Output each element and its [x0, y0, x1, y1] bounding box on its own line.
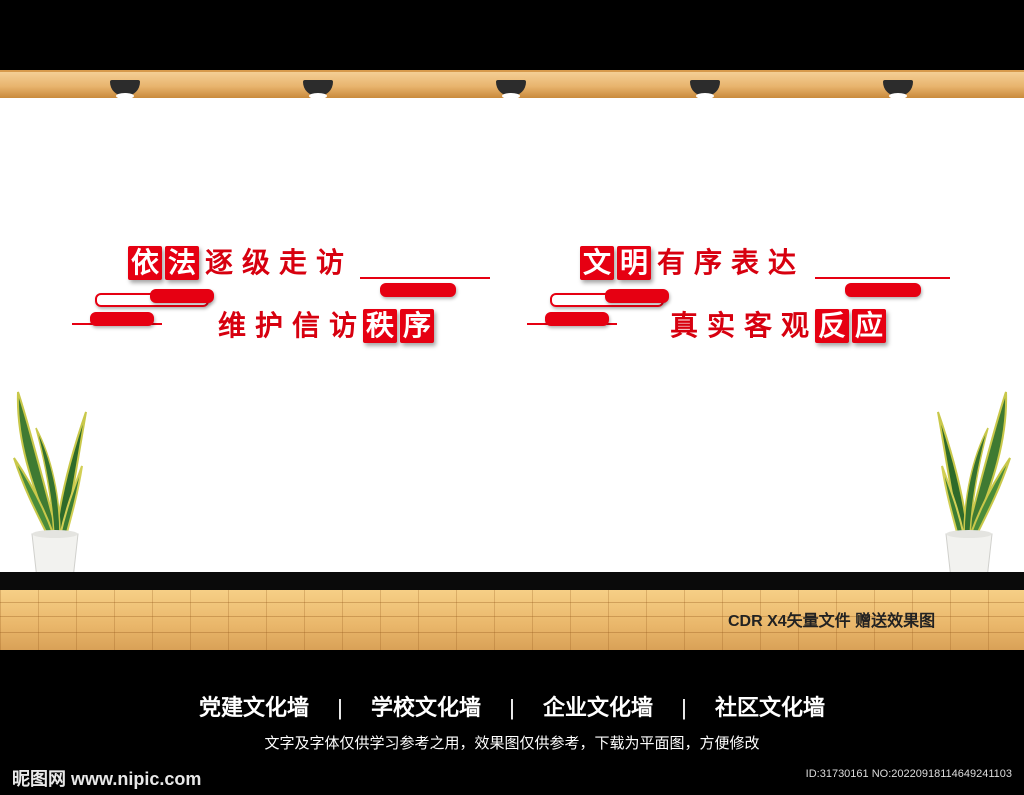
category-party-wall: 党建文化墙 — [199, 695, 310, 720]
category-enterprise-wall: 企业文化墙 — [542, 695, 653, 720]
cloud-decoration — [545, 312, 609, 326]
slogan-right-line2: 真 实 客 观 反 应 — [667, 309, 889, 343]
floor-plank-line — [0, 616, 1024, 617]
slogan-char: 访 — [315, 246, 344, 279]
slogan-char: 依 — [128, 246, 162, 280]
cloud-decoration — [380, 283, 456, 297]
slogan-char: 秩 — [363, 309, 397, 343]
floor-plank-line — [0, 632, 1024, 633]
slogan-right-line1: 文 明 有 序 表 达 — [580, 246, 802, 280]
category-separator: | — [337, 695, 343, 720]
slogan-char: 逐 — [204, 246, 233, 279]
slogan-char: 法 — [165, 246, 199, 280]
cloud-decoration — [150, 289, 214, 303]
file-format-note: CDR X4矢量文件 赠送效果图 — [728, 613, 936, 630]
slogan-char: 反 — [815, 309, 849, 343]
wooden-floor — [0, 590, 1024, 650]
slogan-char: 实 — [706, 309, 735, 342]
baseboard — [0, 572, 1024, 590]
disclaimer-text: 文字及字体仅供学习参考之用，效果图仅供参考，下载为平面图，方便修改 — [264, 735, 760, 752]
slogan-char: 表 — [730, 246, 759, 279]
slogan-char: 级 — [241, 246, 270, 279]
snake-plant-icon — [937, 391, 1011, 593]
spotlight-icon — [496, 80, 526, 99]
slogan-char: 达 — [767, 246, 796, 279]
slogan-char: 序 — [693, 246, 722, 279]
category-separator: | — [681, 695, 687, 720]
spotlight-icon — [303, 80, 333, 99]
cloud-decoration — [845, 283, 921, 297]
spotlight-icon — [690, 80, 720, 99]
cloud-decoration-line — [815, 277, 950, 279]
cloud-decoration — [90, 312, 154, 326]
slogan-char: 真 — [669, 309, 698, 342]
cloud-decoration-line — [360, 277, 490, 279]
slogan-left-line1: 依 法 逐 级 走 访 — [128, 246, 350, 280]
slogan-char: 观 — [780, 309, 809, 342]
top-black-band — [0, 0, 1024, 70]
floor-plank-line — [0, 602, 1024, 603]
slogan-char: 明 — [617, 246, 651, 280]
slogan-char: 有 — [656, 246, 685, 279]
slogan-char: 客 — [743, 309, 772, 342]
category-school-wall: 学校文化墙 — [371, 695, 482, 720]
slogan-char: 护 — [254, 309, 283, 342]
slogan-left-line2: 维 护 信 访 秩 序 — [215, 309, 437, 343]
slogan-char: 信 — [291, 309, 320, 342]
slogan-char: 应 — [852, 309, 886, 343]
slogan-char: 序 — [400, 309, 434, 343]
spotlight-icon — [110, 80, 140, 99]
category-list: 党建文化墙 | 学校文化墙 | 企业文化墙 | 社区文化墙 — [0, 690, 1024, 722]
snake-plant-icon — [13, 391, 87, 593]
slogan-char: 维 — [217, 309, 246, 342]
slogan-char: 走 — [278, 246, 307, 279]
category-community-wall: 社区文化墙 — [714, 695, 825, 720]
spotlight-icon — [883, 80, 913, 99]
slogan-char: 文 — [580, 246, 614, 280]
site-watermark: 昵图网 www.nipic.com — [12, 769, 202, 789]
image-id-text: ID:31730161 NO:20220918114649241103 — [805, 768, 1012, 780]
cloud-decoration — [605, 289, 669, 303]
category-separator: | — [509, 695, 515, 720]
slogan-char: 访 — [328, 309, 357, 342]
